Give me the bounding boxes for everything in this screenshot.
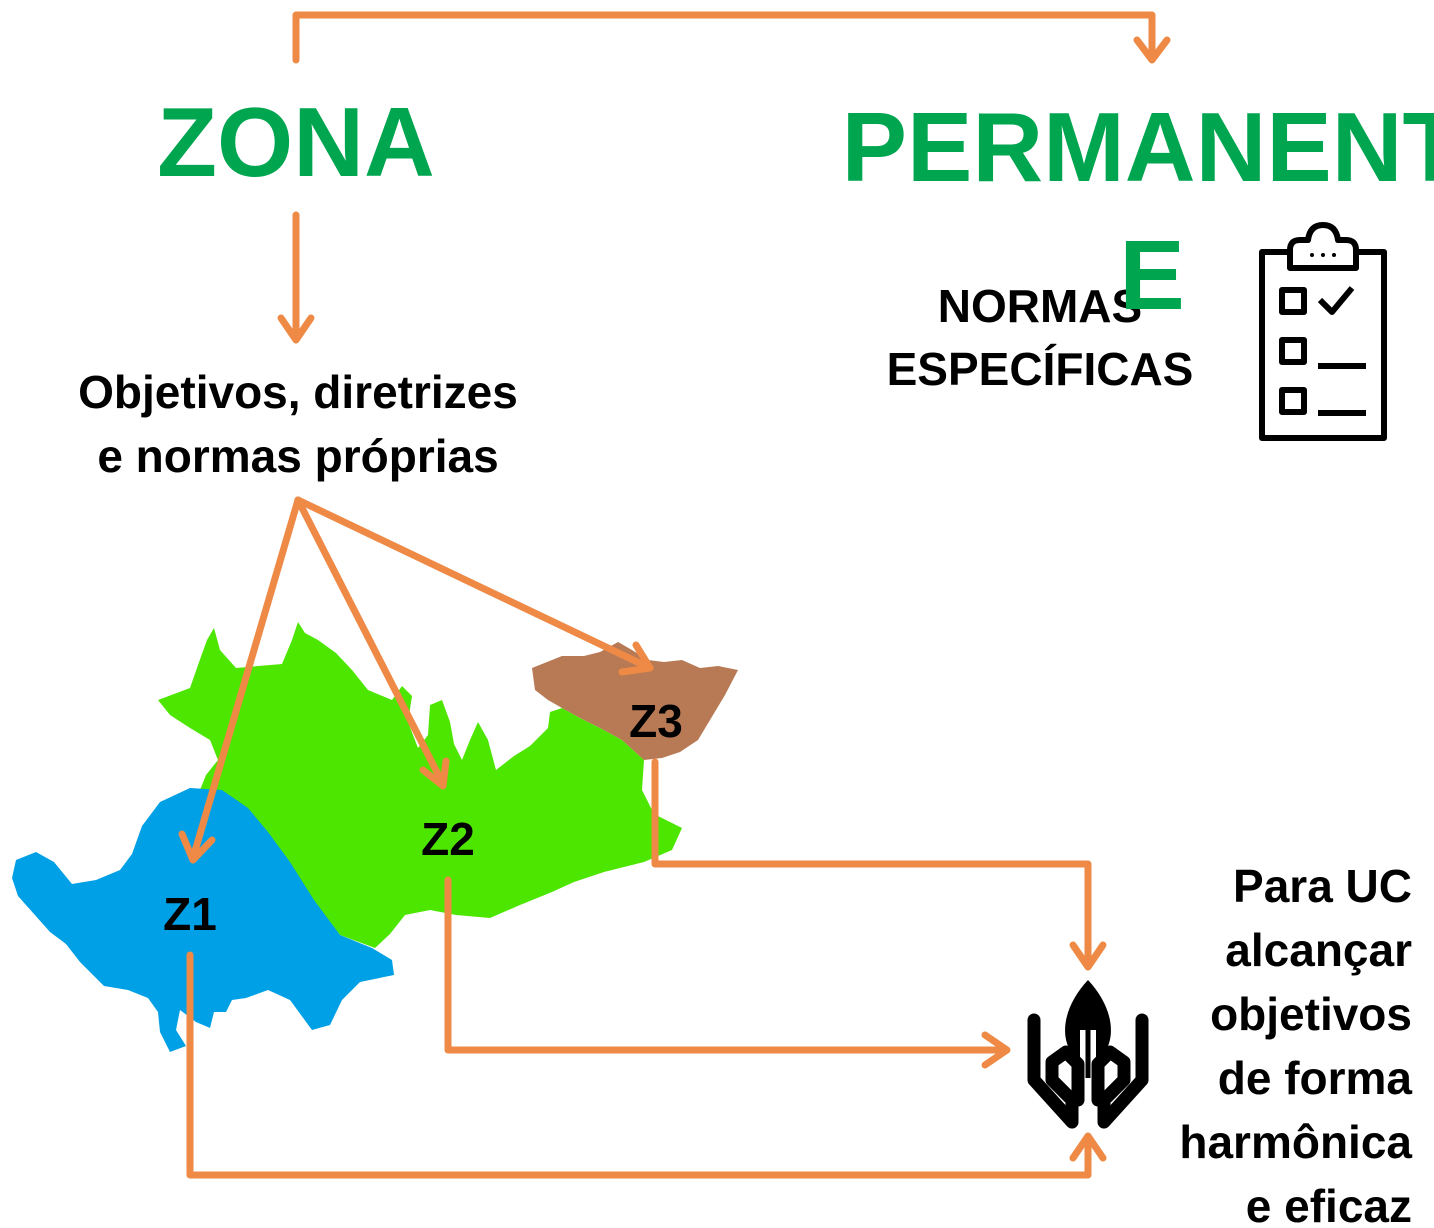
arrowhead <box>618 641 654 676</box>
title-zona: ZONA <box>157 87 435 197</box>
arrow-z1-to-goal <box>186 951 1092 1179</box>
arrow-objetivos-to-z1 <box>189 496 302 862</box>
title-permanente-line2: E <box>1119 220 1184 330</box>
zone-label-z3: Z3 <box>629 695 683 747</box>
title-permanente-line1: PERMANENT <box>842 92 1434 202</box>
connector-arrows <box>178 11 1171 1179</box>
arrow-objetivos-to-z3 <box>294 496 654 672</box>
zone-label-z1: Z1 <box>163 888 217 940</box>
arrowhead <box>178 830 216 864</box>
objetivos-line2: e normas próprias <box>97 430 498 482</box>
arrow-z3-to-goal <box>651 758 1092 969</box>
goal-text: Para UC alcançar objetivos de forma harm… <box>1179 860 1412 1228</box>
normas-line1: NORMAS <box>938 280 1142 332</box>
clipboard-checklist-icon <box>1259 222 1387 441</box>
hands-leaf-icon <box>1027 980 1149 1129</box>
arrowhead <box>277 314 315 344</box>
zone-label-z2: Z2 <box>421 813 475 865</box>
goal-line: alcançar <box>1225 924 1412 976</box>
arrowhead <box>1133 36 1171 64</box>
arrow-objetivos-to-z2 <box>294 496 447 788</box>
goal-line: harmônica <box>1179 1116 1412 1168</box>
arrow-zona-to-permanente <box>292 11 1156 64</box>
goal-line: objetivos <box>1210 988 1412 1040</box>
goal-line: de forma <box>1218 1052 1413 1104</box>
arrowhead <box>419 757 450 790</box>
zone-1-region <box>12 788 394 1052</box>
objetivos-line1: Objetivos, diretrizes <box>78 366 518 418</box>
goal-line: Para UC <box>1233 860 1412 912</box>
goal-line: e eficaz <box>1246 1180 1412 1228</box>
zone-3-region <box>532 642 738 760</box>
zone-map <box>12 622 738 1052</box>
zone-2-region <box>158 622 682 948</box>
arrowhead <box>981 1031 1011 1069</box>
arrow-z2-to-goal <box>444 876 1009 1054</box>
arrowhead <box>1069 1132 1107 1162</box>
arrowhead <box>1069 941 1107 971</box>
normas-line2: ESPECÍFICAS <box>887 343 1194 395</box>
